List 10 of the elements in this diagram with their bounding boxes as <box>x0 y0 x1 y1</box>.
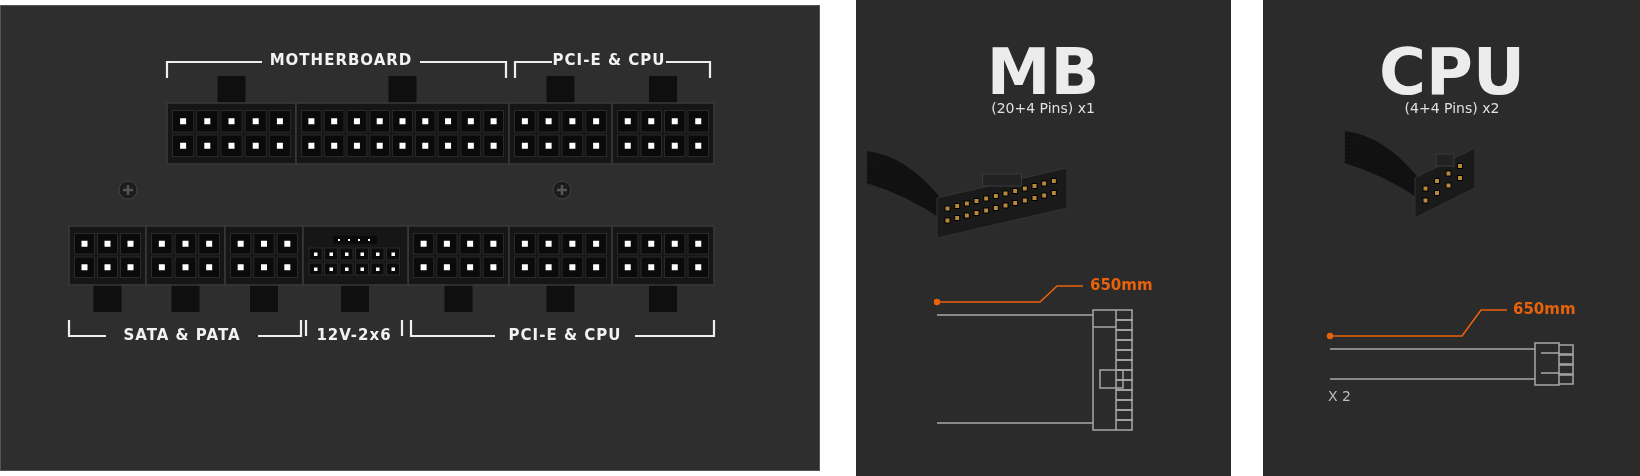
section-label: 12V-2x6 <box>316 328 392 343</box>
dimension-label: 650mm <box>1513 302 1576 317</box>
pin-count-text: (20+4 Pins) x1 <box>991 101 1095 115</box>
pin-count-text: (4+4 Pins) x2 <box>1404 101 1500 115</box>
section-label: SATA & PATA <box>123 328 241 343</box>
section-label: PCI-E & CPU <box>552 53 666 68</box>
section-label: MOTHERBOARD <box>269 53 413 68</box>
quantity-label: X 2 <box>1328 389 1351 403</box>
section-label: PCI-E & CPU <box>508 328 622 343</box>
dimension-label: 650mm <box>1090 278 1153 293</box>
